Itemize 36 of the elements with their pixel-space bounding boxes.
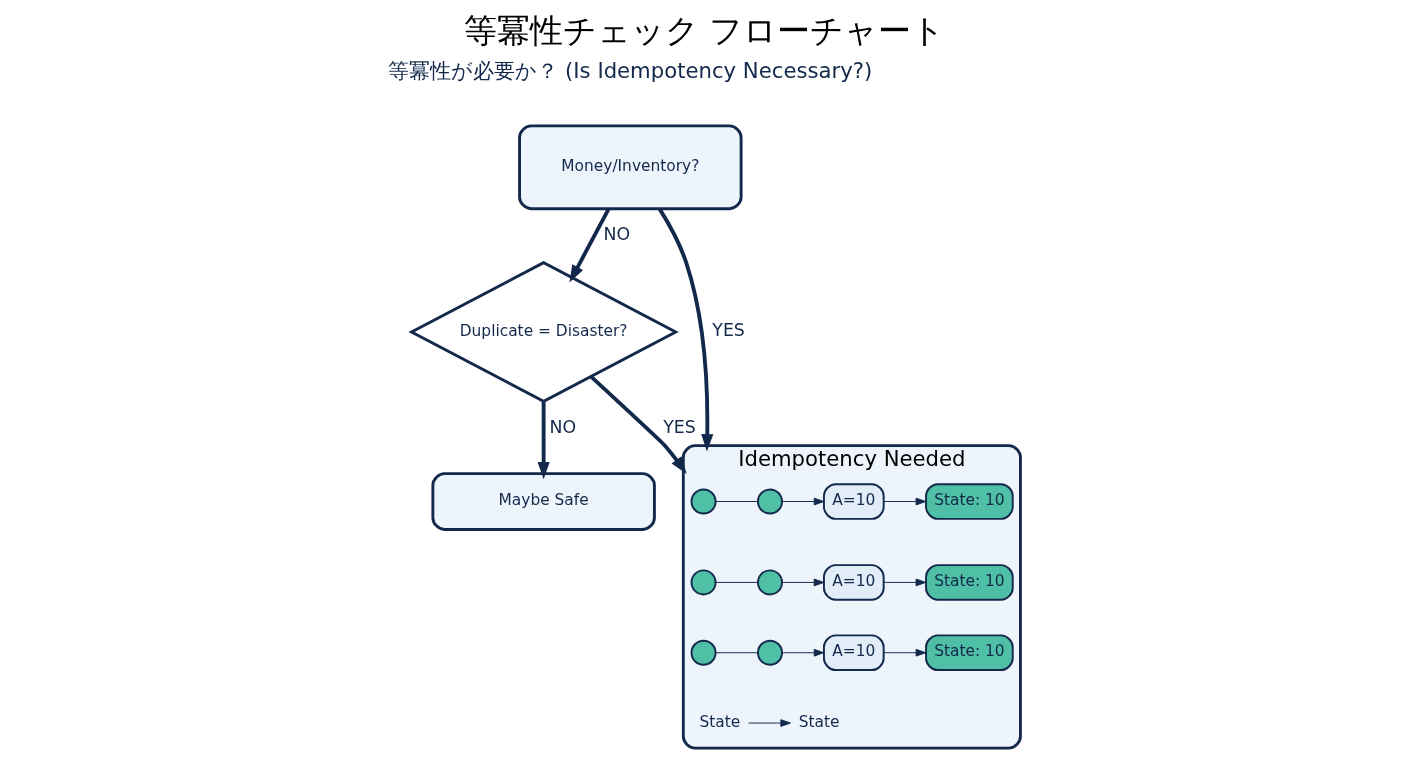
node-box: A=10 <box>822 564 885 601</box>
node-circle <box>690 569 717 596</box>
arrow <box>747 719 791 727</box>
connector <box>714 581 758 583</box>
arrow <box>589 375 687 474</box>
node-circle <box>690 639 717 666</box>
node-box: State: 10 <box>924 634 1014 672</box>
node-box: A=10 <box>822 634 885 672</box>
edge-label: NO <box>549 416 576 437</box>
node-box: State: 10 <box>924 564 1014 601</box>
arrow <box>568 208 610 283</box>
node-box: State: 10 <box>924 483 1014 520</box>
node-box: A=10 <box>822 483 885 520</box>
arrow <box>657 208 713 452</box>
node-circle <box>756 488 783 515</box>
arrow <box>883 578 926 587</box>
node-box: Money/Inventory? <box>517 124 743 211</box>
diagram-title: 等冪性チェック フローチャート <box>463 12 945 51</box>
arrow <box>883 497 926 506</box>
node-text: State <box>798 712 840 731</box>
node-box: Maybe Safe <box>430 472 656 531</box>
arrow <box>781 497 824 506</box>
arrow <box>781 648 824 657</box>
arrow <box>537 401 550 480</box>
edge-label: YES <box>711 320 745 341</box>
node-circle <box>756 639 783 666</box>
connector <box>714 652 758 654</box>
edge-label: NO <box>603 223 630 244</box>
edge-label: YES <box>662 416 696 437</box>
node-circle <box>690 488 717 515</box>
node-circle <box>756 569 783 596</box>
arrow <box>883 648 926 657</box>
node-text: State <box>699 712 740 731</box>
label: 等冪性が必要か？ (Is Idempotency Necessary?) <box>387 58 872 84</box>
connector <box>714 501 758 502</box>
arrow <box>781 578 824 587</box>
